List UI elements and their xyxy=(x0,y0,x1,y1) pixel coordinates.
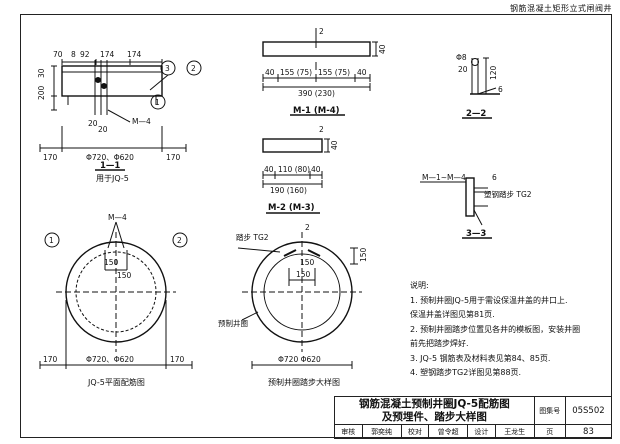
notes-line-4: 前先把踏步焊好. xyxy=(410,339,469,348)
step-dim-150v: 150 xyxy=(359,247,368,262)
step-dim-diam: Φ720 Φ620 xyxy=(278,355,321,364)
sec11-dim-170b: 170 xyxy=(166,153,181,162)
plan-title: JQ-5平面配筋图 xyxy=(87,377,145,387)
m1-dim-155a: 155 (75) xyxy=(280,68,312,77)
sec11-circle-3: 3 xyxy=(165,64,170,73)
m1-mark: 2 xyxy=(319,27,324,36)
step-dim-150a: 150 xyxy=(300,258,315,267)
sec22-label-20: 20 xyxy=(458,65,468,74)
m1-title: M-1 (M-4) xyxy=(293,106,340,116)
review-name: 郭奕纯 xyxy=(361,424,402,439)
plan-dim-150a: 150 xyxy=(104,258,119,267)
check-name: 曾令超 xyxy=(428,424,469,439)
drawing-frame xyxy=(20,14,612,438)
sec11-label-m4: M—4 xyxy=(132,117,151,126)
plan-dim-diam: Φ720、Φ620 xyxy=(86,355,134,364)
sec22-label-phi8: Φ8 xyxy=(456,53,467,62)
sec22-label-6: 6 xyxy=(498,85,503,94)
sec22-label-120: 120 xyxy=(489,65,498,80)
m2-dim-40a: 40 xyxy=(264,165,274,174)
plan-label-m4: M—4 xyxy=(108,213,127,222)
step-label-ring: 预制井圈 xyxy=(218,318,248,328)
sec11-dim-diam: Φ720、Φ620 xyxy=(86,153,134,162)
atlas-number: 05S502 xyxy=(564,396,613,425)
sec11-title: 1—1 xyxy=(100,161,120,171)
notes-line-5: 3. JQ-5 钢筋表及材料表见第84、85页. xyxy=(410,353,551,363)
sec11-dim-20b: 20 xyxy=(98,125,108,134)
review-label: 审核 xyxy=(334,424,363,439)
sec11-dim-170a: 170 xyxy=(43,153,58,162)
notes-block: 说明: 1. 预制井圈JQ-5用于需设保温井盖的井口上. 保温井盖详图见第81页… xyxy=(410,279,610,381)
m1-dim-total: 390 (230) xyxy=(298,89,335,98)
sec11-dim-174a: 174 xyxy=(100,50,115,59)
m2-height: 40 xyxy=(330,140,339,150)
check-label: 校对 xyxy=(400,424,430,439)
sec11-dim-200: 200 xyxy=(37,85,46,100)
plate-m1 xyxy=(262,28,378,116)
plan-jq5 xyxy=(39,221,193,369)
notes-line-6: 4. 塑钢踏步TG2详图见第88页. xyxy=(410,368,522,377)
section-2-2 xyxy=(462,57,500,119)
title-line-2: 及预埋件、踏步大样图 xyxy=(381,410,487,423)
sec22-title: 2—2 xyxy=(466,109,486,119)
plan-circle-2: 2 xyxy=(177,236,182,245)
sec11-dim-30: 30 xyxy=(37,68,46,78)
notes-line-1: 1. 预制井圈JQ-5用于需设保温井盖的井口上. xyxy=(410,295,568,305)
notes-line-3: 2. 预制井圈踏步位置见各井的模板图，安装井圈 xyxy=(410,324,581,334)
title-line-1: 钢筋混凝土预制井圈JQ-5配筋图 xyxy=(359,397,510,410)
plan-dim-170a: 170 xyxy=(43,355,58,364)
plan-dim-170b: 170 xyxy=(170,355,185,364)
sheet-header-caption: 钢筋混凝土矩形立式闸阀井 xyxy=(510,4,612,13)
step-detail xyxy=(237,232,362,369)
sec11-dim-92: 92 xyxy=(80,50,90,59)
sec11-circle-1: 1 xyxy=(155,98,160,107)
page-number: 83 xyxy=(564,424,613,439)
atlas-label: 图集号 xyxy=(533,396,566,425)
title-block: 钢筋混凝土预制井圈JQ-5配筋图 及预埋件、踏步大样图 图集号 05S502 审… xyxy=(334,396,613,439)
design-name: 王龙生 xyxy=(494,424,535,439)
plan-circle-1: 1 xyxy=(49,236,54,245)
sec33-label-6: 6 xyxy=(492,173,497,182)
section-1-1 xyxy=(39,59,202,171)
m1-dim-40a: 40 xyxy=(265,68,275,77)
sec33-title: 3—3 xyxy=(466,229,486,239)
notes-title: 说明: xyxy=(410,281,429,290)
step-dim-150b: 150 xyxy=(296,270,311,279)
notes-line-2: 保温井盖详图见第81页. xyxy=(410,310,495,319)
sec11-circle-2: 2 xyxy=(191,64,196,73)
sec11-dim-8: 8 xyxy=(71,50,76,59)
m2-title: M-2 (M-3) xyxy=(268,203,315,213)
sec11-dim-20a: 20 xyxy=(88,119,98,128)
sec11-subtitle: 用于JQ-5 xyxy=(96,174,129,183)
sec33-label-step: 塑钢踏步 TG2 xyxy=(484,189,532,199)
plate-m2 xyxy=(262,138,330,214)
m2-dim-40b: 40 xyxy=(311,165,321,174)
m1-dim-40b: 40 xyxy=(357,68,367,77)
m1-dim-155b: 155 (75) xyxy=(318,68,350,77)
step-title: 预制井圈踏步大样图 xyxy=(268,377,340,387)
m2-mark: 2 xyxy=(319,125,324,134)
title-block-title: 钢筋混凝土预制井圈JQ-5配筋图 及预埋件、踏步大样图 xyxy=(334,396,535,425)
m1-height: 40 xyxy=(378,44,387,54)
section-3-3 xyxy=(420,177,492,239)
page-label: 页 xyxy=(533,424,566,439)
m2-dim-110: 110 (80) xyxy=(278,165,310,174)
plan-dim-150b: 150 xyxy=(117,271,132,280)
sec33-label-m: M—1~M—4 xyxy=(422,173,466,182)
step-label-tg2: 踏步 TG2 xyxy=(236,232,269,242)
sec11-dim-70: 70 xyxy=(53,50,63,59)
sec11-dim-174b: 174 xyxy=(127,50,142,59)
design-label: 设计 xyxy=(467,424,496,439)
m2-dim-total: 190 (160) xyxy=(270,186,307,195)
step-mark: 2 xyxy=(305,223,310,232)
